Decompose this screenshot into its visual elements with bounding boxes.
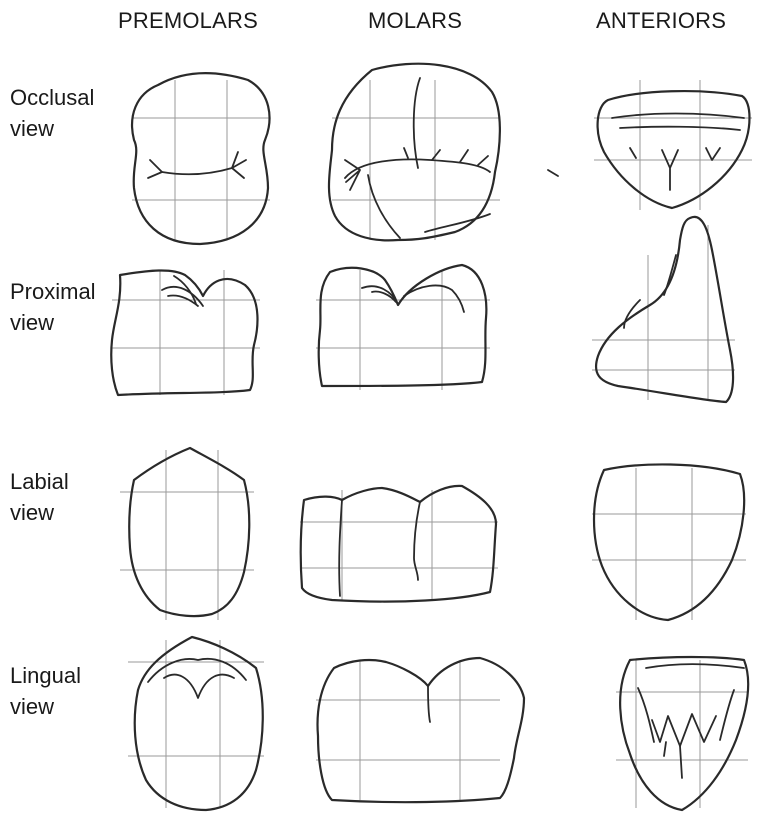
molar-proximal-outline bbox=[319, 265, 487, 386]
molar-labial-sketch bbox=[300, 486, 498, 602]
premolar-occlusal-sketch bbox=[132, 73, 270, 244]
anterior-occlusal-grid bbox=[594, 80, 752, 210]
molar-labial-grid bbox=[300, 490, 498, 600]
premolar-lingual-sketch bbox=[128, 637, 264, 810]
anterior-labial-sketch bbox=[592, 464, 746, 620]
premolar-labial-outline bbox=[129, 448, 249, 616]
premolar-occlusal-central-groove bbox=[162, 168, 232, 174]
anterior-proximal-sketch bbox=[592, 217, 735, 402]
anterior-lingual-sketch bbox=[616, 657, 748, 810]
molar-labial-outline bbox=[301, 486, 496, 602]
premolar-labial-sketch bbox=[120, 448, 254, 620]
anterior-proximal-grid bbox=[592, 225, 735, 400]
molar-lingual-outline bbox=[318, 658, 524, 802]
molar-lingual-grid bbox=[316, 660, 500, 800]
anterior-occlusal-sketch bbox=[548, 80, 752, 210]
molar-proximal-sketch bbox=[316, 265, 490, 390]
anterior-occlusal-outline bbox=[598, 91, 750, 208]
anterior-labial-grid bbox=[592, 468, 746, 620]
premolar-occlusal-outline bbox=[132, 73, 269, 244]
anterior-labial-outline bbox=[594, 464, 744, 620]
molar-proximal-grid bbox=[316, 270, 490, 390]
molar-occlusal-sketch bbox=[329, 64, 500, 241]
anterior-lingual-grid bbox=[616, 660, 748, 808]
molar-lingual-sketch bbox=[316, 658, 524, 802]
premolar-lingual-outline bbox=[135, 637, 263, 810]
premolar-proximal-sketch bbox=[111, 270, 260, 395]
premolar-proximal-grid bbox=[112, 270, 260, 395]
anterior-proximal-outline bbox=[596, 217, 733, 402]
premolar-occlusal-grid bbox=[132, 80, 270, 240]
